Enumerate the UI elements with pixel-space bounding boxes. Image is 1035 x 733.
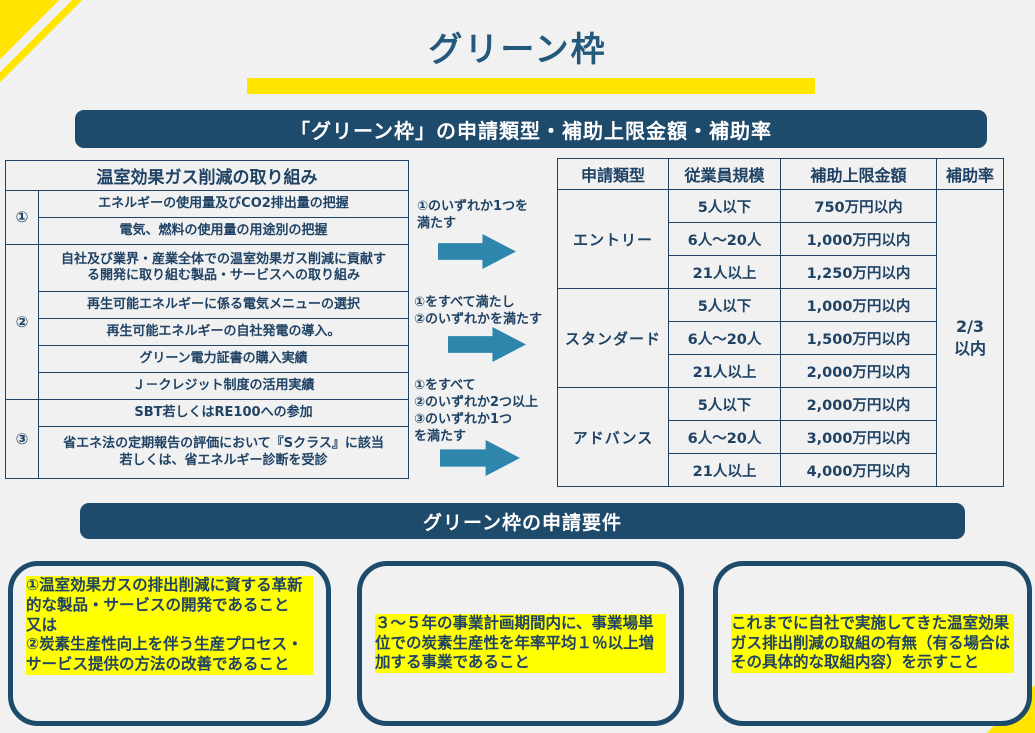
ghg-table-title: 温室効果ガス削減の取り組み: [5, 160, 409, 191]
amount-cell: 1,000万円以内: [780, 288, 937, 322]
condition-note-entry: ①のいずれか1つを 満たす: [417, 199, 529, 231]
size-cell: 21人以上: [668, 453, 781, 487]
column-header-size: 従業員規模: [668, 158, 781, 190]
measure-item: 電気、燃料の使用量の用途別の把握: [38, 217, 409, 245]
measure-item: 自社及び業界・産業全体での温室効果ガス削減に貢献す る開発に取り組む製品・サービ…: [38, 244, 409, 292]
arrow-right-icon: [448, 327, 526, 362]
size-cell: 6人～20人: [668, 321, 781, 355]
measure-item: SBT若しくはRE100への参加: [38, 399, 409, 427]
size-cell: 6人～20人: [668, 420, 781, 454]
amount-cell: 2,000万円以内: [780, 354, 937, 388]
column-header-type: 申請類型: [557, 158, 669, 190]
size-cell: 21人以上: [668, 255, 781, 289]
type-cell-standard: スタンダード: [557, 288, 669, 388]
size-cell: 21人以上: [668, 354, 781, 388]
group-label-3: ③: [5, 399, 39, 479]
measure-item: 再生可能エネルギーの自社発電の導入。: [38, 318, 409, 346]
amount-cell: 4,000万円以内: [780, 453, 937, 487]
requirement-text: ３～５年の事業計画期間内に、事業場単位での炭素生産性を年率平均１％以上増加する事…: [375, 613, 666, 674]
ghg-measures-table: 温室効果ガス削減の取り組み ① エネルギーの使用量及びCO2排出量の把握 電気、…: [5, 160, 409, 479]
measure-item: グリーン電力証書の購入実績: [38, 345, 409, 373]
amount-cell: 3,000万円以内: [780, 420, 937, 454]
requirement-box-3: これまでに自社で実施してきた温室効果ガス排出削減の取組の有無（有る場合はその具体…: [713, 561, 1032, 726]
size-cell: 5人以下: [668, 288, 781, 322]
measure-item: エネルギーの使用量及びCO2排出量の把握: [38, 190, 409, 218]
group-label-1: ①: [5, 190, 39, 245]
type-cell-entry: エントリー: [557, 189, 669, 289]
rate-cell: 2/3 以内: [936, 189, 1004, 487]
amount-cell: 1,000万円以内: [780, 222, 937, 256]
arrow-right-icon: [438, 234, 516, 269]
requirement-text: ①温室効果ガスの排出削減に資する革新的な製品・サービスの開発であること 又は ②…: [26, 576, 313, 676]
type-cell-advance: アドバンス: [557, 387, 669, 487]
group-label-2: ②: [5, 244, 39, 400]
measure-item: 再生可能エネルギーに係る電気メニューの選択: [38, 291, 409, 319]
corner-stripe-decoration-top-left: [0, 0, 130, 130]
page-title: グリーン枠: [428, 30, 607, 70]
application-types-table: 申請類型 従業員規模 補助上限金額 補助率 エントリー 5人以下 750万円以内…: [557, 158, 1004, 487]
size-cell: 5人以下: [668, 387, 781, 421]
title-underline-bar: [247, 78, 815, 94]
section1-header-bar: 「グリーン枠」の申請類型・補助上限金額・補助率: [75, 110, 987, 148]
column-header-rate: 補助率: [936, 158, 1004, 190]
condition-note-advance: ①をすべて ②のいずれか2つ以上 ③のいずれか1つ を満たす: [414, 378, 539, 444]
size-cell: 5人以下: [668, 189, 781, 223]
requirement-box-2: ３～５年の事業計画期間内に、事業場単位での炭素生産性を年率平均１％以上増加する事…: [357, 561, 684, 726]
amount-cell: 2,000万円以内: [780, 387, 937, 421]
amount-cell: 1,500万円以内: [780, 321, 937, 355]
requirement-text: これまでに自社で実施してきた温室効果ガス排出削減の取組の有無（有る場合はその具体…: [731, 613, 1014, 674]
amount-cell: 1,250万円以内: [780, 255, 937, 289]
size-cell: 6人～20人: [668, 222, 781, 256]
measure-item: 省エネ法の定期報告の評価において『Sクラス』に該当 若しくは、省エネルギー診断を…: [38, 426, 409, 479]
amount-cell: 750万円以内: [780, 189, 937, 223]
measure-item: Ｊ－クレジット制度の活用実績: [38, 372, 409, 400]
column-header-amount: 補助上限金額: [780, 158, 937, 190]
requirement-box-1: ①温室効果ガスの排出削減に資する革新的な製品・サービスの開発であること 又は ②…: [8, 561, 331, 726]
condition-note-standard: ①をすべて満たし ②のいずれかを満たす: [414, 295, 543, 327]
section2-header-bar: グリーン枠の申請要件: [80, 503, 965, 539]
